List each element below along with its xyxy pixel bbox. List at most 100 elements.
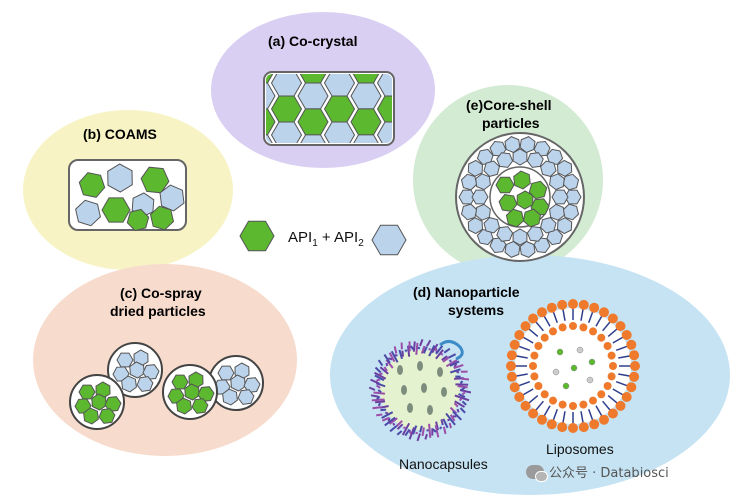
nanocapsule-polymer-strand <box>458 393 466 398</box>
lipid-head-outer <box>520 400 531 411</box>
lipid-head-inner <box>603 382 612 390</box>
lipid-tail <box>518 345 531 352</box>
lipid-head-outer <box>629 350 640 361</box>
lipid-tail <box>615 380 628 387</box>
nanocapsule-polymer-strand <box>388 417 398 425</box>
co-crystal-hexagon <box>351 161 381 187</box>
coams-hexagon <box>78 172 106 198</box>
lipid-head-outer <box>557 299 568 310</box>
nanocapsule-polymer-strand <box>415 342 419 355</box>
co-spray-label-line2: dried particles <box>110 303 206 319</box>
lipid-tail <box>618 355 631 359</box>
legend-api2-name: API <box>334 229 359 246</box>
lipid-head-outer <box>568 423 578 433</box>
lipid-head-outer <box>615 400 626 411</box>
spray-hexagon <box>98 408 116 424</box>
core-hexagon <box>528 180 548 200</box>
shell-hexagon <box>512 148 528 166</box>
nanocapsule-polymer-strand <box>385 411 389 415</box>
legend-api2-hexagon <box>371 224 407 256</box>
nanocapsule-polymer-strand <box>461 400 467 406</box>
shell-hexagon <box>540 217 557 234</box>
nanocapsule-polymer-strand <box>428 345 436 357</box>
lipid-tail <box>618 373 631 377</box>
lipid-head-outer <box>629 371 640 382</box>
lipid-tail <box>518 380 531 387</box>
coams-hexagon <box>126 208 150 232</box>
spray-hexagon <box>104 396 122 412</box>
spray-hexagon <box>222 388 238 406</box>
lipid-head-inner <box>569 322 577 330</box>
nanocapsule-polymer-strand <box>447 418 450 422</box>
lipid-head-inner <box>569 402 577 410</box>
nanocapsule-polymer-strand <box>387 417 391 422</box>
nanocapsule-polymer-strand <box>440 352 444 356</box>
nanocapsule-polymer-strand <box>417 346 421 350</box>
nanocapsule-polymer-strand <box>374 366 382 374</box>
lipid-head-inner <box>589 327 597 336</box>
lipid-head-outer <box>615 321 626 332</box>
co-crystal-hexagon <box>270 121 303 143</box>
lipid-head-inner <box>540 333 549 342</box>
legend-shapes <box>239 220 407 256</box>
liposome-drug <box>570 364 578 372</box>
lipid-tail <box>522 388 534 396</box>
nanocapsule-polymer-strand <box>452 410 463 421</box>
legend-api1-sub: 1 <box>312 238 318 249</box>
lipid-tail <box>612 336 624 344</box>
nanocapsule-polymer-strand <box>420 345 426 354</box>
coams-hexagon <box>149 205 175 231</box>
nanocapsule-polymer-strand <box>392 422 396 426</box>
spray-hexagon <box>243 377 261 393</box>
lipid-tail <box>562 411 566 424</box>
nanocapsule-polymer-strand <box>379 405 389 409</box>
lipid-head-inner <box>558 323 567 332</box>
nanocapsule-polymer-strand <box>453 402 459 408</box>
nanocapsule-polymer-strand <box>445 412 456 426</box>
co-crystal-hexagon <box>378 174 408 200</box>
lipid-head-outer <box>528 313 539 324</box>
nanocapsule-polymer-strand <box>388 357 393 361</box>
core-shell-label-line2: particles <box>482 115 540 131</box>
nanocapsule-polymer-strand <box>442 418 449 429</box>
spray-hexagon <box>83 407 99 425</box>
nanocapsule-polymer-strand <box>378 372 383 376</box>
shell-hexagon <box>467 217 484 235</box>
nanocapsule-polymer-strand <box>442 426 447 435</box>
nanocapsule-polymer-strand <box>370 394 379 398</box>
nanocapsule-polymer-strand <box>461 377 470 381</box>
co-crystal-hexagon <box>272 174 302 200</box>
nanocapsule-polymer-strand <box>381 416 390 422</box>
lipid-head-outer <box>506 371 517 382</box>
coams-illustration <box>68 159 187 232</box>
nanocapsule-polymer-strand <box>370 378 380 385</box>
nanocapsule-polymer-strand <box>372 406 382 410</box>
nanocapsule-polymer-strand <box>371 398 385 402</box>
spray-hexagon <box>112 366 130 382</box>
spray-hexagon <box>197 386 215 402</box>
nanocapsule-polymer-strand <box>374 371 387 380</box>
lipid-head-outer <box>630 361 640 371</box>
nanocapsule-polymer-strand <box>432 428 437 433</box>
spray-hexagon <box>191 398 209 414</box>
nanocapsule-illustration <box>368 339 472 442</box>
nanocapsule-polymer-strand <box>377 359 384 367</box>
nanocapsule-polymer-strand <box>381 411 394 419</box>
lipid-head-outer <box>599 307 609 318</box>
nanocapsule-polymer-strand <box>416 433 421 442</box>
legend-text: API1 + API2 <box>288 229 364 249</box>
lipid-head-outer <box>528 408 539 419</box>
shell-hexagon <box>475 173 491 191</box>
nanocapsule-polymer-strand <box>396 430 403 436</box>
nanocapsule-polymer-strand <box>412 341 416 352</box>
legend-plus: + <box>317 229 335 246</box>
nanocapsule-polymer-strand <box>459 380 464 385</box>
nanocapsule-drug <box>437 367 443 377</box>
lipid-head-outer <box>537 307 547 318</box>
liposome-drug <box>556 348 564 356</box>
lipid-head-inner <box>607 372 616 381</box>
nanocapsule-drug <box>421 383 427 393</box>
watermark: 公众号 · Databiosci <box>526 462 669 482</box>
nanocapsule-polymer-strand <box>376 384 381 389</box>
